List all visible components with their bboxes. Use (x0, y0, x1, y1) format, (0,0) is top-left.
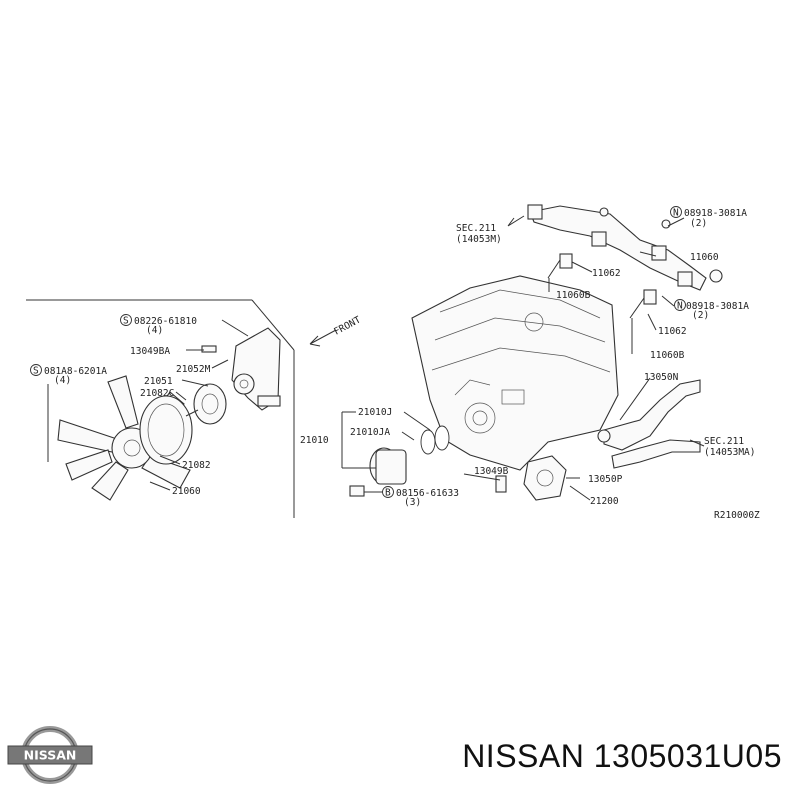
symbol-b-pump-text: B (385, 488, 391, 499)
parts-diagram: N N S S B SEC.211 (14053M) 08918-3081A (… (26, 204, 760, 521)
thermostat-housing (495, 455, 567, 501)
symbol-s-bracket-text: S (123, 316, 129, 327)
label-08918-mid: 08918-3081A (686, 301, 749, 312)
sec-arrow (507, 215, 525, 227)
symbol-n-top-text: N (673, 208, 679, 219)
fan-clutch (139, 383, 227, 465)
label-sec211-top-ref: (14053M) (456, 234, 502, 245)
label-08918-mid-qty: (2) (692, 310, 709, 321)
label-11062-mid: 11062 (658, 326, 687, 337)
label-21082c: 21082C (140, 388, 174, 399)
symbol-n-mid (674, 299, 686, 311)
label-21082: 21082 (182, 460, 211, 471)
front-arrow (309, 329, 337, 347)
label-21010: 21010 (300, 435, 329, 446)
label-sec211-top: SEC.211 (456, 223, 496, 234)
fan-bracket (201, 327, 281, 411)
label-11060b-mid: 11060B (650, 350, 685, 361)
label-08226-qty: (4) (146, 325, 163, 336)
label-11060b-top: 11060B (556, 290, 591, 301)
label-21051: 21051 (144, 376, 173, 387)
label-11060: 11060 (690, 252, 719, 263)
upper-pipes (527, 204, 723, 319)
label-21052m: 21052M (176, 364, 211, 375)
symbol-s-bracket (120, 314, 132, 326)
label-081a8-qty: (4) (54, 375, 71, 386)
label-13049ba: 13049BA (130, 346, 170, 357)
logo-text: NISSAN (24, 748, 77, 763)
label-13049b: 13049B (474, 466, 509, 477)
label-08156: 08156-61633 (396, 488, 459, 499)
fan-assembly-frame (26, 299, 295, 518)
label-08156-qty: (3) (404, 497, 421, 508)
label-21010j: 21010J (358, 407, 392, 418)
label-08918-top-qty: (2) (690, 218, 707, 229)
label-21060: 21060 (172, 486, 201, 497)
label-08226: 08226-61810 (134, 316, 197, 327)
water-pump (349, 425, 450, 497)
coolant-pipe (597, 379, 701, 469)
nissan-logo: NISSAN (7, 726, 93, 784)
symbol-n-top (670, 206, 682, 218)
label-21010ja: 21010JA (350, 427, 390, 438)
label-08918-top: 08918-3081A (684, 208, 747, 219)
label-sec211-mid-ref: (14053MA) (704, 447, 755, 458)
label-21200: 21200 (590, 496, 619, 507)
label-front: FRONT (332, 314, 363, 337)
symbol-s-fan-text: S (33, 366, 39, 377)
label-081a8: 081A8-6201A (44, 366, 107, 377)
product-title: NISSAN 1305031U05 (462, 738, 782, 774)
label-13050p: 13050P (588, 474, 623, 485)
symbol-s-fan (30, 364, 42, 376)
symbol-n-mid-text: N (677, 301, 683, 312)
label-sec211-mid: SEC.211 (704, 436, 744, 447)
label-drawing-code: R210000Z (714, 510, 760, 521)
symbol-marks: N N S S B (30, 206, 686, 499)
label-13050n: 13050N (644, 372, 679, 383)
label-11062-top: 11062 (592, 268, 621, 279)
leader-lines (47, 217, 705, 501)
symbol-b-pump (382, 486, 394, 498)
part-labels: SEC.211 (14053M) 08918-3081A (2) 11060 1… (44, 208, 760, 521)
